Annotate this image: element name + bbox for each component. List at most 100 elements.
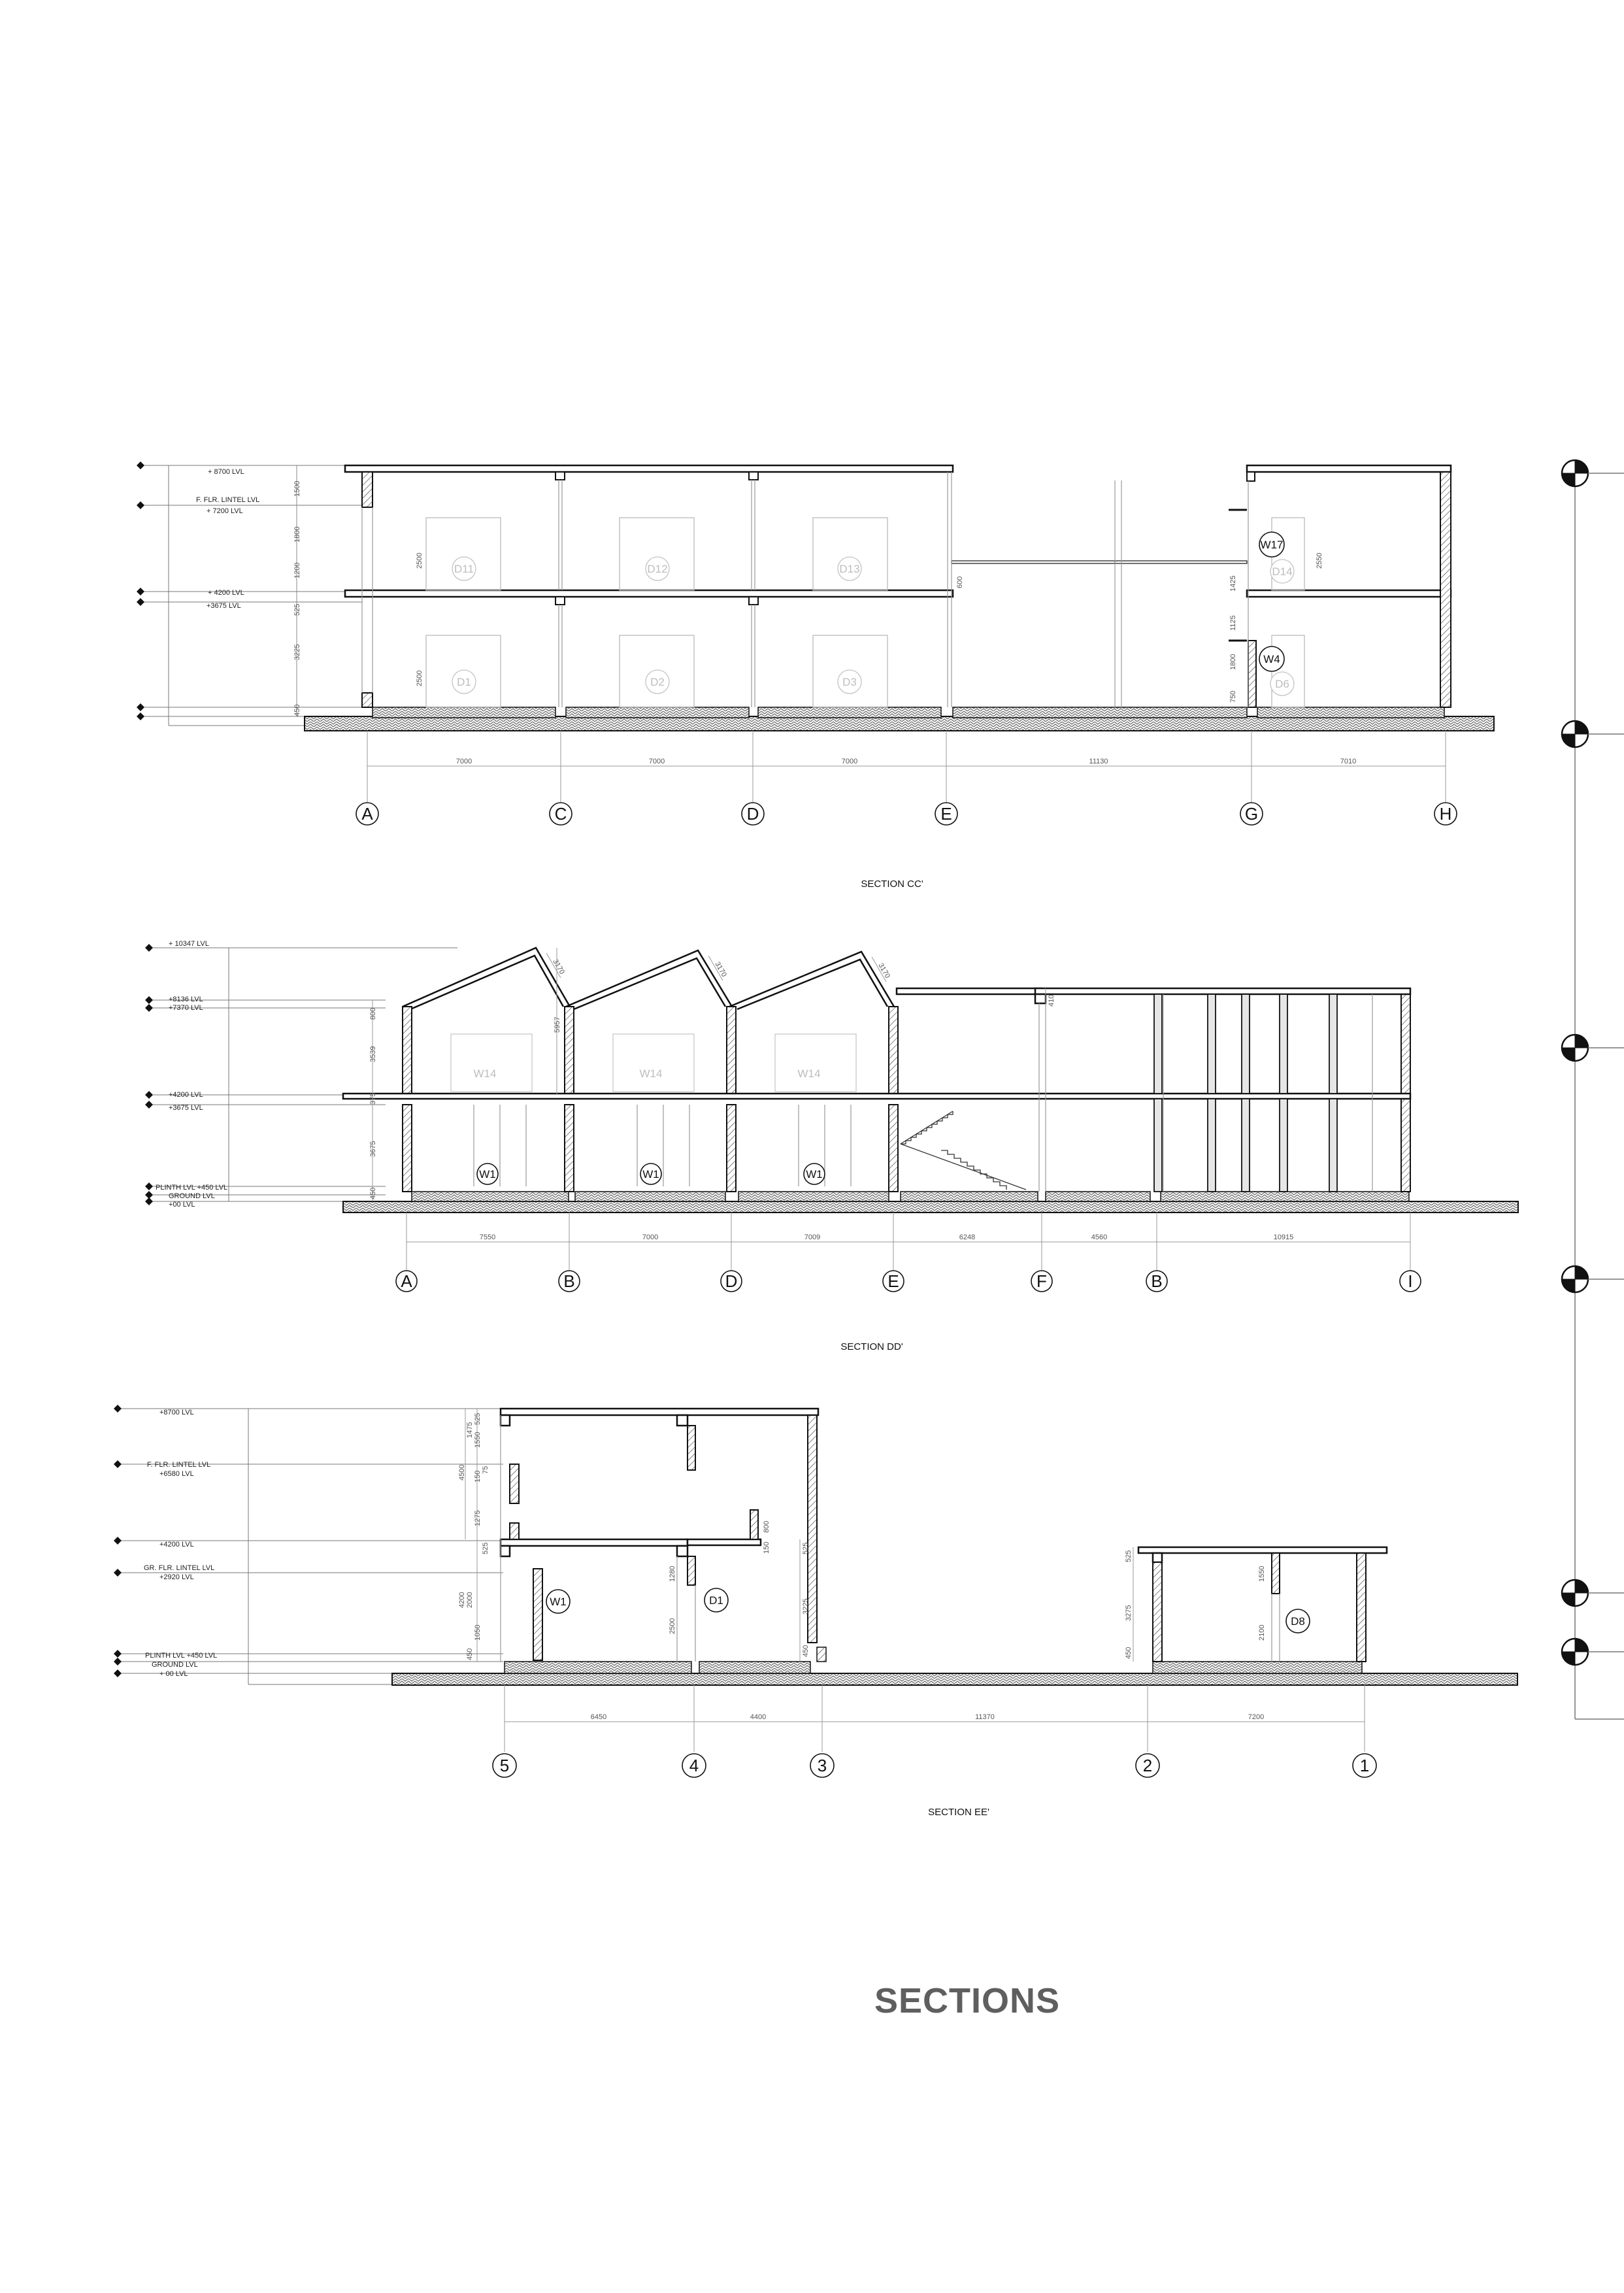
dd-plinth — [411, 1191, 569, 1202]
dd-right-block — [895, 987, 1412, 1005]
ee-level-label: +8700 LVL — [159, 1409, 194, 1416]
ee-height-dim: 150 — [763, 1542, 771, 1554]
ee-height-dim: 3225 — [802, 1599, 810, 1615]
cc-opening-label: D1 — [457, 676, 471, 688]
dd-thin-lines — [473, 994, 1373, 1192]
dd-height-dim: 3539 — [369, 1046, 377, 1062]
dd-level-label: +7370 LVL — [169, 1004, 203, 1012]
cc-height-dim: 1500 — [293, 481, 301, 497]
cc-level-label: +3675 LVL — [207, 602, 241, 610]
dd-plinth — [738, 1191, 889, 1202]
cc-plinth — [952, 707, 1248, 718]
dd-grid-label: I — [1408, 1271, 1412, 1291]
ee-level-markers — [114, 1405, 122, 1677]
sheet-side-level-markers — [1561, 459, 1624, 1720]
cc-door-outlines — [425, 517, 1305, 708]
ee-grid-label: 3 — [818, 1756, 827, 1775]
ee-height-dim: 1280 — [669, 1566, 676, 1582]
cc-height-dim: 750 — [1229, 691, 1237, 703]
dd-window-tags — [476, 1163, 825, 1185]
dd-level-label: GROUND LVL — [169, 1192, 215, 1200]
dd-grid-label: F — [1036, 1271, 1047, 1291]
dd-grid-label: A — [401, 1271, 412, 1291]
cc-level-label: F. FLR. LINTEL LVL — [196, 496, 259, 504]
dd-span-dims — [406, 1213, 1411, 1271]
cc-height-dim: 1200 — [293, 563, 301, 578]
dd-height-dim: 3170 — [713, 961, 728, 979]
cc-height-dim: 1425 — [1229, 576, 1237, 592]
dd-tag-label: W1 — [642, 1168, 659, 1180]
cc-grid-label: H — [1440, 804, 1452, 824]
cc-columns — [558, 472, 1249, 707]
ee-level-label: +6580 LVL — [159, 1470, 194, 1478]
dd-tag-label: W1 — [479, 1168, 496, 1180]
cc-window-tags — [1259, 531, 1285, 672]
ee-grid-label: 4 — [689, 1756, 699, 1775]
dd-staircase — [900, 1111, 1027, 1190]
cc-height-dim: 2500 — [416, 553, 423, 569]
ee-section-title: SECTION EE' — [928, 1807, 989, 1818]
ee-right-building — [1137, 1546, 1388, 1564]
ee-tag-label: D1 — [709, 1594, 723, 1607]
ee-height-dim: 2500 — [669, 1618, 676, 1634]
ee-level-label: +4200 LVL — [159, 1541, 194, 1548]
cc-plinth — [372, 707, 556, 718]
side-marker — [1561, 1637, 1624, 1666]
ee-tags — [546, 1588, 1310, 1633]
cc-door-tags — [452, 556, 1295, 696]
cc-opening-label: D13 — [839, 563, 859, 575]
cc-plinth — [757, 707, 942, 718]
ee-height-dim: 150 — [474, 1471, 482, 1482]
cc-grid-label: C — [555, 804, 567, 824]
dd-grid-label: D — [725, 1271, 738, 1291]
dd-grid-bubbles — [395, 1270, 1421, 1292]
cc-height-dim: 525 — [293, 604, 301, 616]
ee-height-dim: 1550 — [1258, 1566, 1266, 1582]
dd-height-dim: 3170 — [551, 958, 566, 976]
ee-span-dim: 6450 — [591, 1713, 606, 1721]
ee-level-label: + 00 LVL — [159, 1670, 188, 1678]
cc-grid-label: E — [940, 804, 952, 824]
ee-height-dim: 1275 — [474, 1511, 482, 1526]
ee-height-dim: 450 — [466, 1649, 474, 1660]
dd-level-markers — [145, 944, 153, 1205]
dd-span-dim: 10915 — [1274, 1233, 1294, 1241]
cc-span-dim: 7000 — [842, 758, 857, 765]
ee-level-lines — [118, 1408, 503, 1685]
side-marker — [1561, 1579, 1624, 1607]
dd-height-dim: 5957 — [554, 1017, 561, 1033]
cc-span-dim: 11130 — [1089, 758, 1108, 765]
cc-height-dim: 2550 — [1316, 553, 1323, 569]
ee-span-dim: 7200 — [1248, 1713, 1264, 1721]
dd-roof-dims — [546, 952, 887, 982]
cc-height-dim: 2500 — [416, 671, 423, 686]
page-title: SECTIONS — [874, 1981, 1061, 2020]
dd-level-label: +8136 LVL — [169, 996, 203, 1003]
ee-level-label: GR. FLR. LINTEL LVL — [144, 1564, 214, 1572]
cc-walls — [361, 471, 1451, 708]
dd-level-label: + 10347 LVL — [169, 940, 209, 948]
ee-height-dim: 4500 — [458, 1465, 466, 1481]
dd-plinth — [1160, 1191, 1410, 1202]
ee-height-dim: 525 — [802, 1543, 810, 1554]
side-marker — [1561, 1265, 1624, 1294]
side-marker — [1561, 459, 1624, 488]
dd-plinth — [574, 1191, 726, 1202]
cc-span-dim: 7010 — [1340, 758, 1356, 765]
ee-height-dim: 75 — [482, 1466, 489, 1474]
side-marker — [1561, 1033, 1624, 1062]
section-ee: +8700 LVL F. FLR. LINTEL LVL +6580 LVL +… — [114, 1405, 1518, 1818]
cc-span-dim: 7000 — [649, 758, 665, 765]
dd-window-outlines — [450, 1033, 857, 1092]
ee-right-walls — [1152, 1552, 1367, 1662]
ee-span-dims — [504, 1685, 1365, 1752]
ee-height-dim: 1475 — [466, 1422, 474, 1438]
ee-height-dim: 525 — [482, 1543, 489, 1554]
cc-opening-label: D6 — [1275, 678, 1289, 690]
cc-level-label: + 8700 LVL — [208, 468, 244, 476]
cc-window-label: W4 — [1263, 653, 1280, 665]
dd-height-dim: 3675 — [369, 1141, 377, 1157]
cc-span-dims — [367, 731, 1446, 803]
cc-beams — [555, 471, 1255, 605]
